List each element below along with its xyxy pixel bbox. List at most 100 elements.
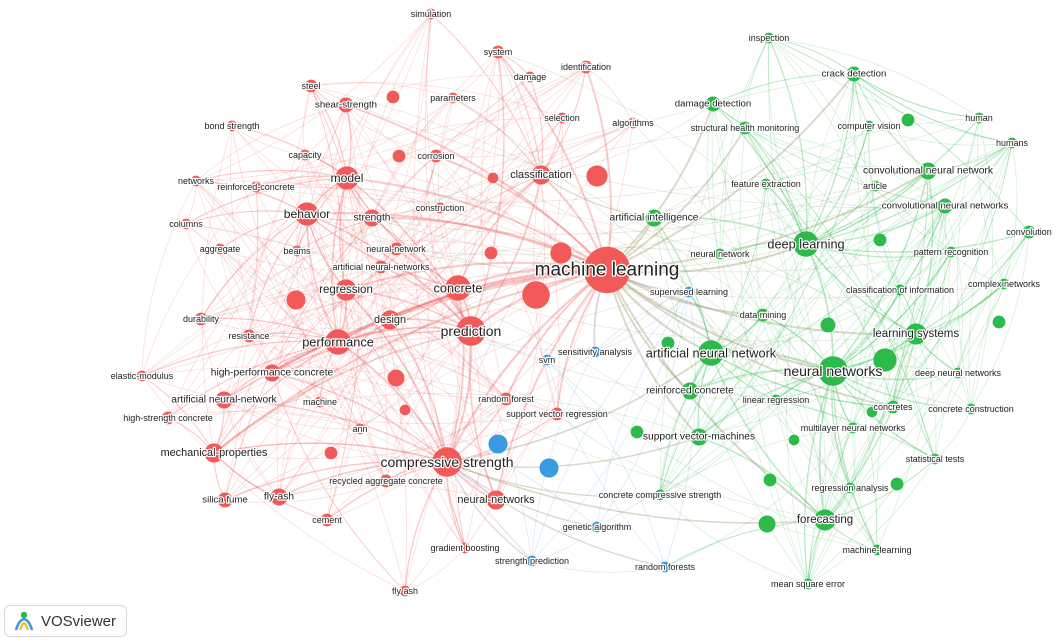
term-label-random-forest[interactable]: random forest — [477, 393, 535, 405]
term-label-steel[interactable]: steel — [300, 80, 321, 92]
node-fly-ash[interactable] — [270, 488, 288, 506]
node-neural-networks[interactable] — [818, 356, 848, 386]
node-parameters[interactable] — [447, 92, 459, 104]
node-multilayer-neural-networks[interactable] — [847, 422, 859, 434]
term-label-computer-vision[interactable]: computer vision — [836, 120, 901, 132]
term-label-artificial-neural-networks[interactable]: artificial neural-networks — [331, 261, 431, 273]
term-label-concretes[interactable]: concretes — [872, 401, 914, 413]
node-forecasting[interactable] — [814, 509, 836, 531]
node-data-mining[interactable] — [756, 308, 770, 322]
term-label-algorithms[interactable]: algorithms — [611, 117, 655, 129]
term-label-elastic-modulus[interactable]: elastic-modulus — [110, 370, 175, 382]
node-capacity[interactable] — [299, 149, 311, 161]
term-label-neural-network[interactable]: neural network — [689, 248, 751, 260]
node-supervised-learning[interactable] — [683, 286, 695, 298]
term-label-convolution[interactable]: convolution — [1005, 226, 1053, 238]
node-inspection[interactable] — [763, 32, 775, 44]
node-computer-vision[interactable] — [863, 120, 875, 132]
term-label-recycled-aggregate-concrete[interactable]: recycled aggregate concrete — [328, 475, 444, 487]
node-convolution[interactable] — [1022, 225, 1036, 239]
term-label-mechanical-properties[interactable]: mechanical-properties — [159, 446, 269, 460]
node-recycled-aggregate-concrete[interactable] — [379, 474, 393, 488]
node-crack-detection[interactable] — [846, 66, 862, 82]
node-humans[interactable] — [1006, 137, 1018, 149]
term-label-system[interactable]: system — [483, 46, 514, 58]
node-unlabeled[interactable] — [488, 434, 508, 454]
node-random-forest[interactable] — [499, 392, 513, 406]
node-deep-learning[interactable] — [793, 231, 819, 257]
term-label-linear-regression[interactable]: linear regression — [742, 394, 811, 406]
node-reinforced-concrete[interactable] — [681, 382, 699, 400]
term-label-bond-strength[interactable]: bond strength — [203, 120, 260, 132]
node-corrosion[interactable] — [429, 149, 443, 163]
node-beams[interactable] — [291, 245, 303, 257]
node-complex-networks[interactable] — [998, 278, 1010, 290]
node-design[interactable] — [380, 310, 400, 330]
node-structural-health-monitoring[interactable] — [738, 121, 752, 135]
term-label-concrete-compressive-strength[interactable]: concrete compressive strength — [598, 489, 723, 501]
term-label-sensitivity-analysis[interactable]: sensitivity analysis — [557, 346, 634, 358]
term-label-complex-networks[interactable]: complex networks — [967, 278, 1042, 290]
node-convolutional-neural-networks[interactable] — [937, 198, 953, 214]
term-label-aggregate[interactable]: aggregate — [199, 243, 242, 255]
node-linear-regression[interactable] — [770, 394, 782, 406]
node-unlabeled[interactable] — [901, 113, 915, 127]
node-mean-square-error[interactable] — [802, 578, 814, 590]
term-label-resistance[interactable]: resistance — [227, 330, 270, 342]
node-regression[interactable] — [335, 279, 357, 301]
node-concretes[interactable] — [886, 400, 900, 414]
term-label-multilayer-neural-networks[interactable]: multilayer neural networks — [800, 422, 907, 434]
node-unlabeled[interactable] — [484, 246, 498, 260]
node-high-performance-concrete[interactable] — [263, 364, 281, 382]
term-label-construction[interactable]: construction — [415, 202, 466, 214]
term-label-classification-of-information[interactable]: classification of information — [845, 284, 955, 296]
node-cement[interactable] — [320, 513, 334, 527]
term-label-behavior[interactable]: behavior — [283, 206, 332, 222]
node-deep-neural-networks[interactable] — [952, 367, 964, 379]
node-statistical-tests[interactable] — [929, 453, 941, 465]
node-strength-prediction[interactable] — [526, 555, 538, 567]
node-classification-of-information[interactable] — [894, 284, 906, 296]
node-steel[interactable] — [304, 79, 318, 93]
node-durability[interactable] — [194, 312, 208, 326]
node-damage-detection[interactable] — [705, 96, 721, 112]
node-model[interactable] — [335, 166, 359, 190]
node-neural-networks[interactable] — [486, 490, 506, 510]
term-label-reinforced-concrete[interactable]: reinforced concrete — [645, 384, 735, 397]
node-columns[interactable] — [180, 218, 192, 230]
node-support-vector-machines[interactable] — [690, 428, 708, 446]
term-label-corrosion[interactable]: corrosion — [416, 150, 455, 162]
node-system[interactable] — [491, 45, 505, 59]
node-ann[interactable] — [354, 423, 366, 435]
node-unlabeled[interactable] — [324, 446, 338, 460]
term-label-data-mining[interactable]: data mining — [739, 309, 788, 321]
node-unlabeled[interactable] — [788, 434, 800, 446]
node-unlabeled[interactable] — [992, 315, 1006, 329]
node-artificial-intelligence[interactable] — [645, 209, 663, 227]
term-label-regression[interactable]: regression — [318, 283, 374, 297]
term-label-high-strength-concrete[interactable]: high-strength concrete — [122, 412, 214, 424]
node-reinforced-concrete[interactable] — [250, 181, 262, 193]
node-fly-ash[interactable] — [399, 585, 411, 597]
term-label-machine-learning[interactable]: machine learning — [533, 258, 680, 281]
term-label-inspection[interactable]: inspection — [748, 32, 791, 44]
term-label-statistical-tests[interactable]: statistical tests — [905, 453, 966, 465]
term-label-humans[interactable]: humans — [995, 137, 1030, 149]
node-identification[interactable] — [579, 60, 593, 74]
term-label-concrete-construction[interactable]: concrete construction — [927, 403, 1015, 415]
term-label-performance[interactable]: performance — [301, 333, 375, 350]
term-label-pattern-recognition[interactable]: pattern recognition — [913, 246, 990, 258]
term-label-neural-networks[interactable]: neural-networks — [456, 493, 536, 507]
term-label-regression-analysis[interactable]: regression analysis — [810, 482, 890, 494]
node-unlabeled[interactable] — [763, 473, 777, 487]
term-label-selection[interactable]: selection — [543, 112, 581, 124]
node-unlabeled[interactable] — [539, 458, 559, 478]
node-unlabeled[interactable] — [630, 425, 644, 439]
term-label-silica-fume[interactable]: silica fume — [201, 493, 249, 506]
term-label-neural-network[interactable]: neural-network — [365, 243, 427, 255]
term-label-random-forests[interactable]: random forests — [634, 561, 697, 573]
node-shear-strength[interactable] — [338, 97, 354, 113]
term-label-networks[interactable]: networks — [177, 175, 216, 187]
node-classification[interactable] — [531, 165, 551, 185]
term-label-damage[interactable]: damage — [513, 71, 548, 83]
